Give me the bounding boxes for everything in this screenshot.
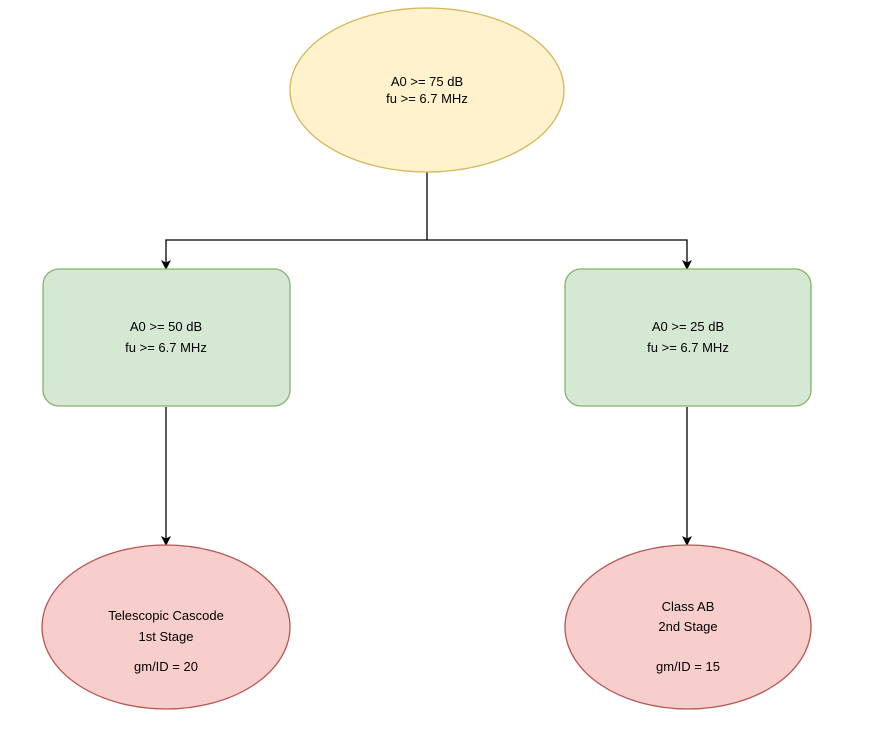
right-stage-line-2: fu >= 6.7 MHz bbox=[647, 340, 729, 355]
right-result-shape bbox=[564, 544, 812, 710]
connector-root-to-right bbox=[427, 239, 692, 270]
left-result-line-2: 1st Stage bbox=[139, 629, 194, 644]
connectors bbox=[161, 172, 692, 546]
root-requirement-line-2: fu >= 6.7 MHz bbox=[386, 91, 468, 106]
left-result-metric: gm/ID = 20 bbox=[134, 659, 198, 674]
left-stage-line-2: fu >= 6.7 MHz bbox=[125, 340, 207, 355]
right-stage-node[interactable]: A0 >= 25 dB fu >= 6.7 MHz bbox=[564, 268, 812, 407]
right-result-metric: gm/ID = 15 bbox=[656, 659, 720, 674]
root-requirement-line-1: A0 >= 75 dB bbox=[391, 74, 463, 89]
right-stage-line-1: A0 >= 25 dB bbox=[652, 319, 724, 334]
right-result-node[interactable]: Class AB 2nd Stage gm/ID = 15 bbox=[564, 544, 812, 710]
left-result-shape bbox=[41, 544, 291, 710]
left-stage-node[interactable]: A0 >= 50 dB fu >= 6.7 MHz bbox=[42, 268, 291, 407]
right-stage-shape bbox=[564, 268, 812, 407]
root-requirement-shape bbox=[289, 7, 565, 173]
left-result-line-1: Telescopic Cascode bbox=[108, 608, 224, 623]
left-result-node[interactable]: Telescopic Cascode 1st Stage gm/ID = 20 bbox=[41, 544, 291, 710]
connector-root-to-left bbox=[161, 172, 428, 270]
left-stage-line-1: A0 >= 50 dB bbox=[130, 319, 202, 334]
root-requirement-node[interactable]: A0 >= 75 dB fu >= 6.7 MHz bbox=[289, 7, 565, 173]
left-stage-shape bbox=[42, 268, 291, 407]
right-result-line-1: Class AB bbox=[662, 599, 715, 614]
right-result-line-2: 2nd Stage bbox=[658, 619, 717, 634]
